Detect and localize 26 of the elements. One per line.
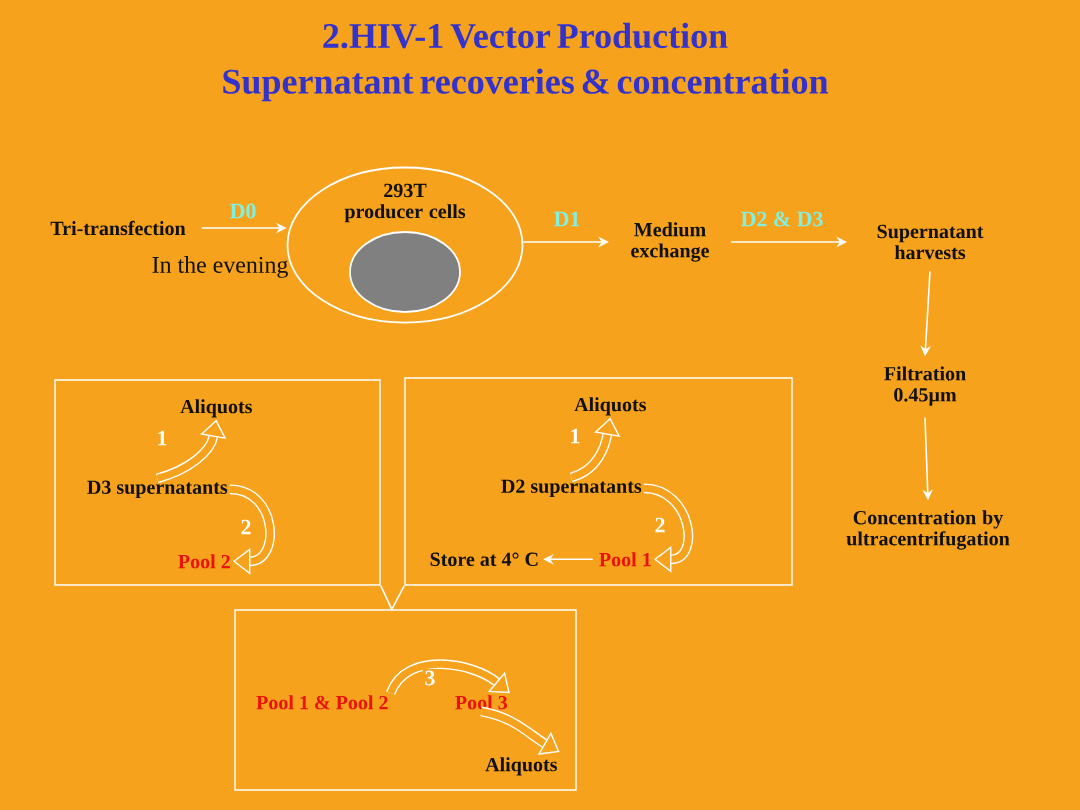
note: In the evening bbox=[152, 256, 288, 278]
step-label: Medium exchange bbox=[631, 222, 709, 262]
step-label: Aliquots bbox=[485, 757, 557, 776]
step-label: Tri-transfection bbox=[50, 220, 186, 236]
step-label: Store at 4° C bbox=[430, 552, 538, 567]
callout-line bbox=[391, 584, 406, 611]
step-label: Pool 1 & Pool 2 bbox=[256, 695, 388, 710]
block-arrow bbox=[229, 484, 275, 575]
step-label: Aliquots bbox=[180, 399, 252, 418]
step-label: Pool 2 bbox=[178, 554, 230, 569]
step-label: Filtration 0.45µm bbox=[884, 366, 966, 406]
block-arrow bbox=[643, 483, 694, 573]
panel-frame bbox=[234, 609, 577, 791]
panel-frame bbox=[404, 377, 793, 586]
step-label: Supernatant harvests bbox=[877, 224, 984, 260]
step-label: Pool 1 bbox=[599, 552, 651, 567]
title: 2.HIV-1 Vector Production Supernatant recoveries & concentration bbox=[223, 22, 829, 102]
panel-frame bbox=[54, 379, 381, 586]
block-arrow bbox=[480, 706, 560, 755]
step-label: Aliquots bbox=[574, 397, 646, 416]
callout-line bbox=[379, 584, 393, 611]
step-label: D2 supernatants bbox=[501, 479, 642, 498]
step-label: Concentration by ultracentrifugation bbox=[846, 510, 1010, 550]
step-label: D3 supernatants bbox=[87, 480, 228, 499]
block-arrow bbox=[386, 659, 510, 696]
step-label: Pool 3 bbox=[455, 695, 508, 710]
